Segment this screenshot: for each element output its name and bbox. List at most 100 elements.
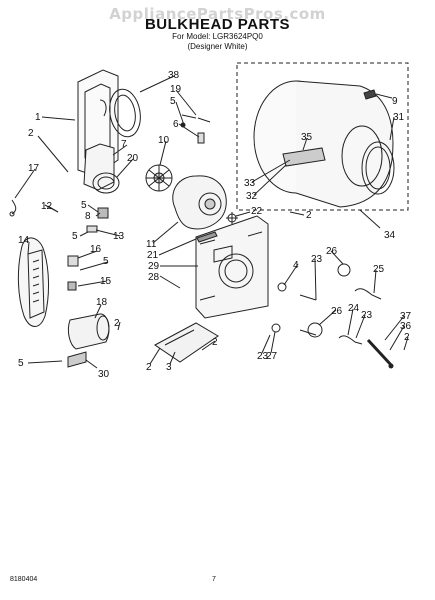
leader-7 — [112, 144, 128, 156]
connector-17 — [9, 211, 15, 217]
callout-35: 35 — [301, 132, 313, 143]
callout-30: 30 — [98, 369, 110, 380]
page-title: BULKHEAD PARTS — [144, 16, 291, 33]
leader-21 — [158, 238, 197, 256]
callout-34: 34 — [384, 230, 396, 241]
leader-36 — [389, 325, 405, 351]
roller-axle-27 — [271, 323, 281, 333]
duct-gasket — [92, 172, 120, 194]
leader-4 — [283, 263, 299, 286]
rear-bulkhead-ribs — [199, 231, 263, 301]
leader-14 — [27, 241, 30, 255]
callout-5: 5 — [81, 200, 87, 211]
leader-20 — [116, 158, 134, 178]
leader-25 — [373, 269, 377, 294]
callout-15: 15 — [100, 276, 112, 287]
leader-26a — [330, 250, 344, 265]
upper-screws — [181, 114, 211, 123]
page-number: 7 — [212, 576, 216, 583]
leader-5a — [175, 101, 185, 126]
variant-line: (Designer White) — [187, 42, 248, 51]
callout-27: 27 — [266, 351, 278, 362]
callout-2: 2 — [212, 337, 218, 348]
clip-8 — [97, 207, 109, 219]
callout-26: 26 — [331, 306, 343, 317]
roller-wires — [299, 294, 317, 336]
lint-screen-panel — [27, 249, 45, 319]
callout-32: 32 — [246, 191, 258, 202]
blower-housing-port-inner — [204, 198, 216, 210]
callout-20: 20 — [127, 153, 139, 164]
leader-26b — [318, 309, 337, 326]
rear-bulkhead-opening-inner — [224, 259, 248, 283]
blower-shaft — [197, 132, 205, 144]
callout-3: 3 — [166, 362, 172, 373]
lint-duct-body — [83, 143, 115, 191]
leader-1 — [41, 116, 76, 121]
idler-lever — [366, 338, 394, 368]
leader-16 — [77, 250, 98, 259]
leader-9 — [375, 93, 393, 99]
callout-33: 33 — [244, 178, 256, 189]
callout-2: 2 — [28, 128, 34, 139]
leader-15 — [77, 280, 108, 287]
callout-18: 18 — [96, 297, 108, 308]
callout-8: 8 — [85, 211, 91, 222]
callout-21: 21 — [147, 250, 159, 261]
callout-38: 38 — [168, 70, 180, 81]
callout-25: 25 — [373, 264, 385, 275]
callout-24: 24 — [348, 303, 360, 314]
callout-5: 5 — [170, 96, 176, 107]
callout-23: 23 — [361, 310, 373, 321]
leader-31 — [389, 116, 395, 141]
leader-2d — [201, 340, 216, 351]
leader-2f — [149, 347, 161, 365]
callout-31: 31 — [393, 112, 405, 123]
base-support — [154, 322, 219, 363]
callout-13: 13 — [113, 231, 125, 242]
leader-17 — [14, 168, 36, 199]
leader-5c — [79, 231, 89, 237]
leader-18 — [94, 304, 102, 319]
leader-33 — [251, 159, 291, 183]
roller-axle-4 — [277, 282, 287, 292]
leader-19 — [175, 89, 197, 116]
leader-23a — [314, 258, 317, 301]
leader-34 — [359, 209, 381, 229]
callout-22: 22 — [251, 206, 263, 217]
motor-cylinder-end — [96, 315, 110, 341]
leader-35 — [302, 137, 308, 151]
callout-26: 26 — [326, 246, 338, 257]
leader-2e — [403, 336, 409, 351]
idler-lever-end — [388, 363, 394, 369]
callout-5: 5 — [72, 231, 78, 242]
drum-baffle — [282, 147, 326, 167]
leader-10 — [159, 140, 167, 166]
drum-seal-31-inner — [365, 146, 391, 190]
leader-3 — [169, 351, 176, 365]
callout-11: 11 — [146, 239, 157, 250]
callout-12: 12 — [41, 201, 53, 212]
thermostat-22-cross — [226, 212, 238, 224]
leader-2b — [117, 321, 121, 331]
callout-1: 1 — [35, 112, 41, 123]
callout-23: 23 — [257, 351, 269, 362]
callout-9: 9 — [392, 96, 398, 107]
leader-13 — [95, 229, 121, 237]
leader-2 — [37, 135, 69, 173]
spring-24 — [338, 335, 363, 345]
bracket-15 — [67, 281, 77, 291]
leader-28 — [159, 275, 181, 289]
callout-2: 2 — [146, 362, 152, 373]
leader-5e — [27, 360, 63, 364]
motor-cylinder — [67, 313, 110, 350]
drum-front-opening — [341, 125, 383, 187]
leader-24 — [347, 308, 354, 336]
leader-8 — [95, 212, 101, 217]
callout-36: 36 — [400, 321, 412, 332]
callout-7: 7 — [121, 139, 127, 150]
callout-2: 2 — [306, 210, 312, 221]
